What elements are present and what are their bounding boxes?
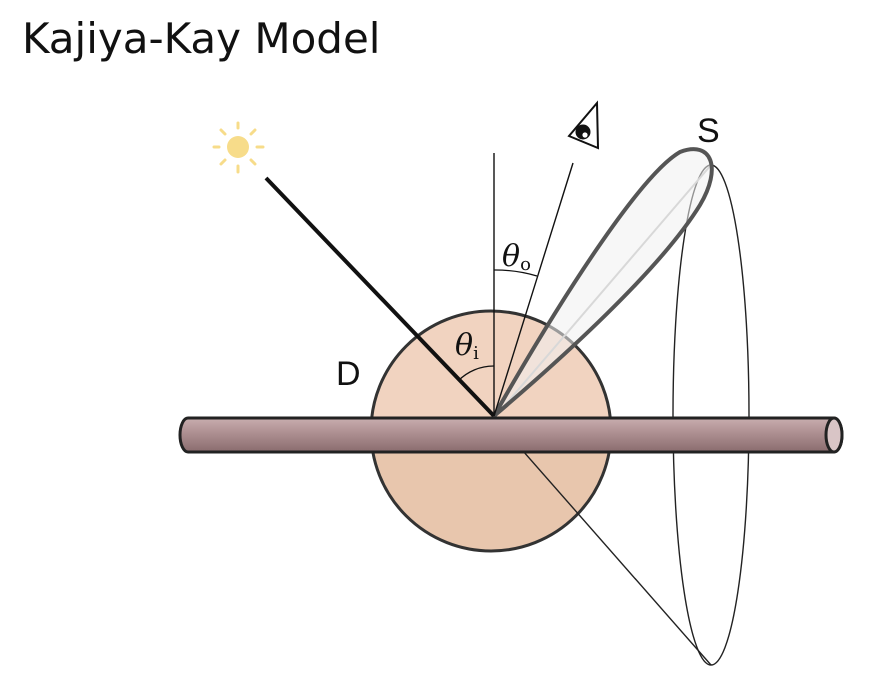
theta-o-symbol: θ xyxy=(502,239,520,274)
specular-cone-ring xyxy=(672,164,750,666)
hair-strand-end xyxy=(824,416,844,454)
hair-strand-body xyxy=(178,416,844,454)
specular-cone-lower-line xyxy=(493,417,712,666)
specular-label: S xyxy=(697,112,720,150)
theta-o-arc xyxy=(493,269,538,277)
theta-i-arc xyxy=(457,365,495,382)
slide-title: Kajiya-Kay Model xyxy=(22,14,381,63)
sun-icon xyxy=(212,121,265,174)
theta-o-label: θo xyxy=(502,239,531,275)
hair-strand xyxy=(178,416,844,454)
theta-o-subscript: o xyxy=(520,254,531,275)
theta-i-symbol: θ xyxy=(455,328,473,363)
light-direction-line xyxy=(264,176,496,418)
specular-lobe xyxy=(492,147,714,418)
theta-i-label: θi xyxy=(455,328,479,364)
diffuse-lobe-lower xyxy=(371,452,611,553)
eye-icon xyxy=(567,100,600,150)
diffuse-label: D xyxy=(336,355,361,393)
view-direction-line xyxy=(493,162,574,417)
theta-i-subscript: i xyxy=(473,343,479,364)
